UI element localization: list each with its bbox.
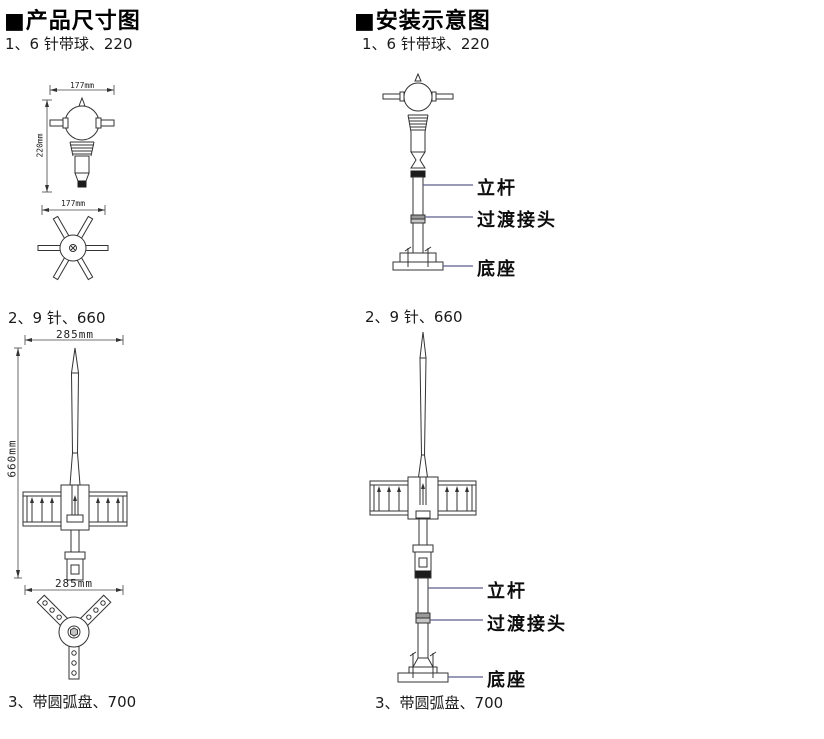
left-item2-label: 2、9 针、660 [8, 309, 106, 327]
section-title-product-dimensions: ■产品尺寸图 [4, 9, 141, 34]
dim-label-285mm-side: 285mm [55, 328, 95, 341]
callout-joint-2: 过渡接头 [487, 614, 567, 635]
dim-label-220mm: 220mm [35, 133, 45, 158]
left-item1-label: 1、6 针带球、220 [5, 35, 133, 53]
cage-pins [377, 486, 469, 511]
right-item1-label: 1、6 针带球、220 [362, 35, 490, 53]
dim-label-177mm-side: 177mm [69, 81, 95, 90]
install-drawing-9pin [369, 331, 483, 683]
install-drawing-6pin-ball [382, 72, 473, 271]
callout-pole-2: 立杆 [487, 581, 527, 602]
right-item2-label: 2、9 针、660 [365, 308, 463, 326]
left-item3-label: 3、带圆弧盘、700 [8, 693, 137, 711]
callout-joint-1: 过渡接头 [477, 210, 557, 231]
callout-base-2: 底座 [487, 670, 527, 691]
callout-base-1: 底座 [477, 259, 517, 280]
cage-pins [30, 497, 120, 522]
section-title-installation: ■安装示意图 [354, 9, 491, 34]
drawing-arcplate-top-view [24, 585, 124, 680]
callout-pole-1: 立杆 [477, 178, 517, 199]
drawing-6pin-ball-top-view [37, 205, 109, 281]
dim-label-660mm: 660mm [5, 439, 19, 478]
drawing-6pin-ball-side-view [42, 85, 115, 193]
drawing-9pin-side-view [14, 335, 128, 581]
dim-label-177mm-top: 177mm [60, 199, 86, 208]
dim-label-285mm-top: 285mm [54, 577, 94, 590]
three-arms [36, 594, 112, 680]
right-item3-label: 3、带圆弧盘、700 [375, 694, 504, 712]
